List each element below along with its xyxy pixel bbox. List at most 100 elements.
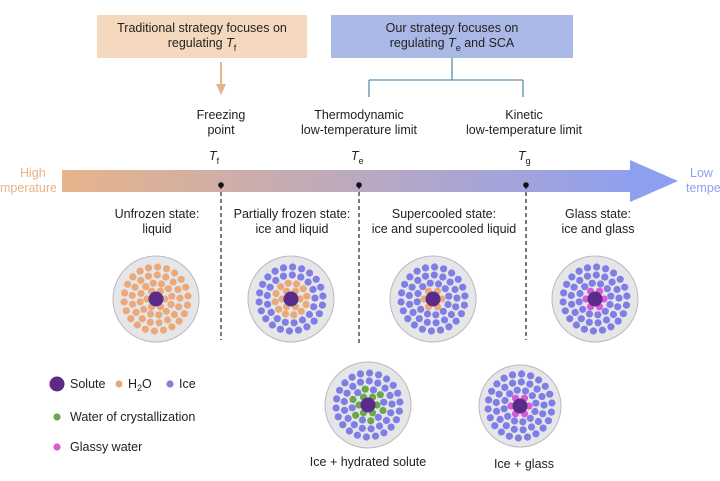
ice-particle [271,267,279,275]
thermodynamic-line2: low-temperature limit [300,123,417,137]
ice-particle [577,315,585,323]
ice-particle [506,390,514,398]
ice-particle [298,265,306,273]
ice-particle [423,318,431,326]
water-particle [129,273,137,281]
ice-particle [410,321,418,329]
te-subscript: e [358,156,364,166]
solute-particle [425,291,441,307]
ice-particle [418,325,426,333]
thermodynamic-line1: Thermodynamic [314,108,404,122]
water-particle [141,325,149,333]
ice-particle [500,405,508,413]
ice-particle [279,272,288,280]
water-particle [177,275,185,283]
ice-particle [548,399,556,407]
ice-particle [348,373,356,381]
water-particle [157,280,166,288]
water-particle [290,311,298,319]
ice-particle [344,414,352,422]
ice-particle [264,273,272,281]
unfrozen-state-circle [112,255,200,343]
ice-particle [423,310,432,318]
freezing-point-line2: point [207,123,235,137]
ice-particle [404,315,412,323]
ice-particle [601,273,609,281]
ice-particle [581,283,589,291]
ice-particle [594,319,602,327]
ice-particle [297,273,305,281]
temperature-arrow-head [630,160,678,202]
ice-particle [396,398,404,406]
lower-state-label: Ice + hydrated solute [309,455,427,469]
water-particle [174,285,182,294]
water-particle [127,315,135,323]
ice-particle [419,283,427,291]
ice-particle [539,424,547,432]
ice-particle [588,279,596,287]
ice-particle [461,292,469,300]
ice-particle [619,310,628,318]
ice-particle [356,378,365,386]
ice-particle [486,414,494,422]
water-particle [182,283,190,291]
ice-particle [514,434,523,442]
ice-particle [460,301,468,309]
legend-solute-dot [49,376,65,392]
ice-particle [504,412,512,420]
ice-particle [518,370,526,378]
ice-particle [583,272,592,280]
water-particle [167,300,175,309]
ice-particle [415,315,423,323]
water-particle [272,289,280,298]
ice-particle [589,327,598,335]
state-label-line2: ice and liquid [255,222,329,236]
ice-particle [305,310,313,319]
water-particle [149,279,157,287]
ice-particle [389,381,397,389]
water-particle [284,279,292,287]
ice-particle [560,289,568,297]
water-particle [133,321,141,329]
our-strategy-line1: Our strategy focuses on [385,21,519,35]
ice-particle [621,283,629,291]
ice-particle [413,298,421,306]
ice-particle [303,323,311,331]
ice-particle [484,405,492,413]
te-letter: T [351,149,359,163]
ice-particle [399,307,407,315]
ice-particle [413,267,421,275]
glass-state-label: Glass state: ice and glass [536,207,660,237]
state-label-line2: liquid [142,222,172,236]
high-temperature-line1: High [20,166,46,180]
ice-particle [601,307,609,315]
supercooled-state-label: Supercooled state: ice and supercooled l… [360,207,528,237]
ice-particle [332,404,340,412]
solute-particle [587,291,603,307]
ice-particle [309,285,317,294]
ice-particle [508,371,517,379]
ice-particle [614,303,622,311]
ice-particle [369,386,378,394]
state-label-line1: Glass state: [565,207,631,221]
ice-particle [445,292,453,300]
unfrozen-state-label: Unfrozen state: liquid [86,207,228,237]
lower-state-label: Ice + glass [493,457,555,471]
ice-particle [496,415,504,423]
legend-glassy-label: Glassy water [70,440,143,454]
ice-particle [538,392,546,401]
ice-particle [341,379,349,387]
ice-particle [426,279,434,287]
high-temperature-label: High mperature [0,166,56,196]
glass-state-circle [551,255,639,343]
ice-particle [571,308,579,316]
ice-particle [519,426,527,434]
ice-particle [606,300,614,309]
ice-particle [259,280,267,288]
ice-particle [528,392,536,400]
ice-particle [430,271,438,279]
water-particle [302,300,310,309]
ice-particle [427,327,435,335]
ice-particle [298,316,307,324]
